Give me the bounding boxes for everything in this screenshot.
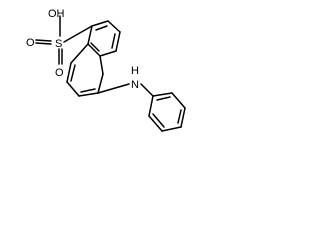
bond (148, 95, 154, 117)
bond (87, 43, 101, 57)
bond (161, 126, 182, 132)
amine-group: H N (97, 65, 154, 97)
double-bond (80, 88, 96, 93)
amine-n-label: N (131, 79, 139, 91)
naphthalene-upper-ring (87, 20, 121, 57)
bond (99, 55, 104, 75)
bond (115, 31, 121, 52)
double-bond (90, 42, 100, 52)
bond (78, 92, 99, 97)
double-bond (70, 64, 76, 82)
double-bond (111, 33, 116, 49)
bond (66, 62, 72, 83)
amine-h-label: H (131, 65, 139, 77)
bond (99, 50, 117, 57)
bond (152, 92, 173, 97)
double-bond (95, 25, 108, 31)
bond (91, 20, 109, 27)
bond (107, 20, 121, 33)
bond (97, 73, 104, 94)
bond (66, 81, 80, 97)
double-bond (156, 96, 171, 101)
hydroxyl-label: OH (48, 8, 65, 20)
double-bond (177, 109, 182, 124)
double-bond (152, 113, 165, 128)
sulfonic-acid-group: OH S O O (26, 8, 93, 79)
s-o-double-bond (35, 39, 52, 42)
naphthalene-lower-ring (66, 43, 104, 97)
bond (171, 92, 186, 109)
phenyl-ring (148, 92, 186, 132)
oxygen-label-bottom: O (55, 67, 64, 79)
sulfur-label: S (55, 38, 62, 50)
bond (63, 25, 93, 43)
bond (87, 25, 93, 45)
bond (140, 83, 154, 97)
bond (148, 115, 163, 132)
oxygen-label-left: O (26, 37, 35, 49)
bond (70, 43, 89, 64)
bond (180, 107, 186, 128)
chemical-structure-diagram: OH S O O H N (26, 8, 186, 132)
bond (97, 83, 130, 94)
s-o-double-bond (35, 42, 52, 45)
